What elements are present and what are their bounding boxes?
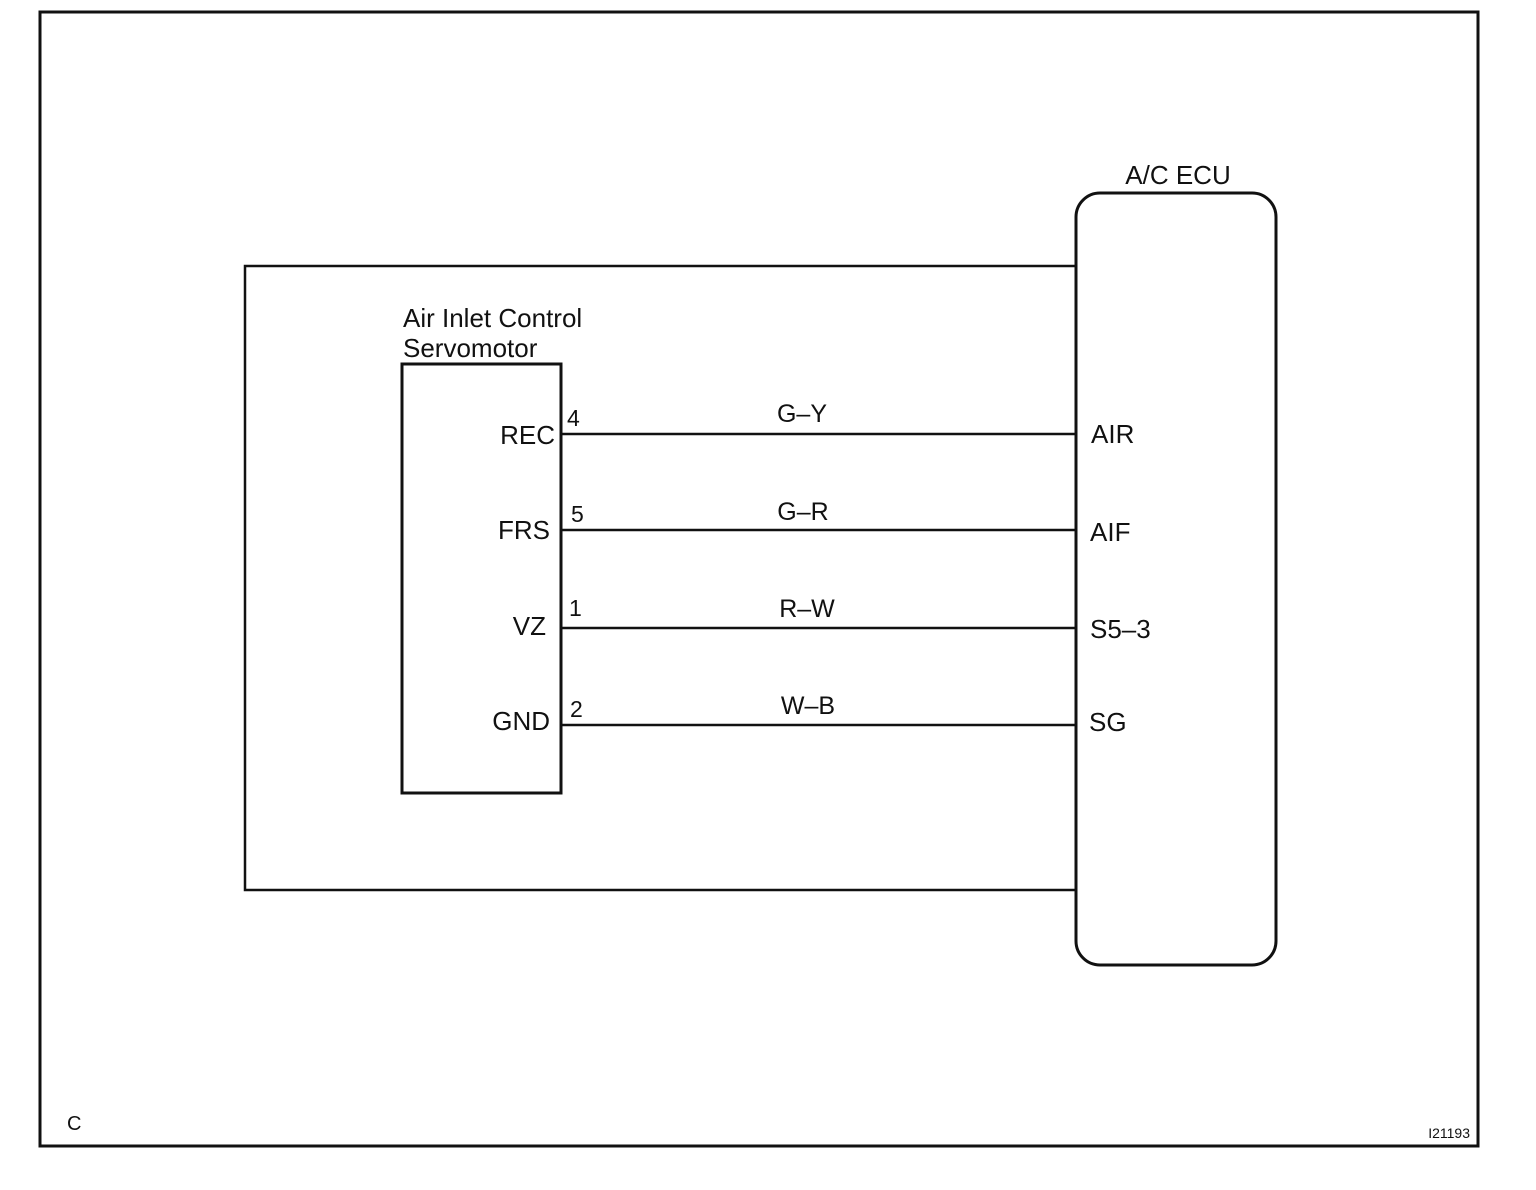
ecu-terminal-label: AIF (1090, 517, 1130, 547)
pin-number: 5 (571, 501, 584, 527)
diagram-frame (38, 10, 1480, 1148)
wire-row: REC 4 G–Y AIR (500, 400, 1134, 450)
shield-line (243, 264, 1076, 892)
servomotor-terminal-label: VZ (513, 611, 546, 641)
pin-number: 1 (569, 595, 582, 621)
ecu-box (1074, 191, 1278, 967)
wire-row: GND 2 W–B SG (492, 692, 1126, 737)
ecu-title: A/C ECU (1125, 160, 1230, 190)
ecu-terminal-label: S5–3 (1090, 614, 1151, 644)
ecu-terminal-label: SG (1089, 707, 1127, 737)
wire-color-code: G–Y (777, 400, 827, 428)
servomotor-title-line2: Servomotor (403, 333, 538, 363)
ecu-terminal-label: AIR (1091, 419, 1134, 449)
servomotor-terminal-label: REC (500, 420, 555, 450)
wire-row: VZ 1 R–W S5–3 (513, 595, 1151, 644)
servomotor-title-line1: Air Inlet Control (403, 303, 582, 333)
wire-color-code: G–R (777, 498, 828, 526)
corner-label: C (67, 1113, 81, 1135)
pin-number: 4 (567, 405, 580, 431)
pin-number: 2 (570, 696, 583, 722)
wire-color-code: W–B (781, 692, 835, 720)
servomotor-terminal-label: FRS (498, 515, 550, 545)
servomotor-box (400, 362, 563, 795)
figure-id: I21193 (1428, 1125, 1470, 1141)
wire-row: FRS 5 G–R AIF (498, 498, 1130, 547)
servomotor-terminal-label: GND (492, 706, 550, 736)
wire-color-code: R–W (779, 595, 835, 623)
